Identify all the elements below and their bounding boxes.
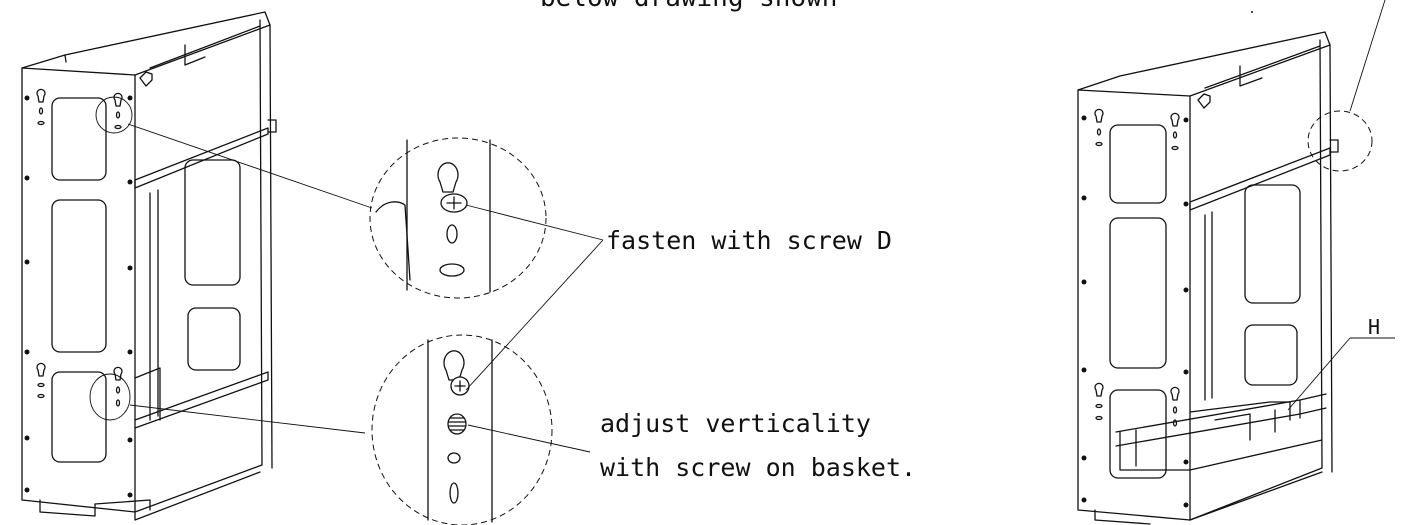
callout-fasten: fasten with screw D	[606, 226, 892, 255]
callout-adjust-line2: with screw on basket.	[600, 453, 916, 482]
right-cabinet	[1077, 31, 1339, 525]
detail-upper	[369, 137, 547, 299]
callout-adjust-line1: adjust verticality	[600, 409, 871, 438]
left-cabinet	[21, 11, 277, 521]
detail-marker-lower	[89, 373, 131, 421]
detail-marker-right	[1307, 110, 1373, 172]
top-caption: below drawing shown	[540, 0, 837, 13]
detail-lower	[371, 334, 553, 525]
detail-marker-upper	[95, 96, 133, 134]
part-h-label: H	[1368, 315, 1380, 339]
